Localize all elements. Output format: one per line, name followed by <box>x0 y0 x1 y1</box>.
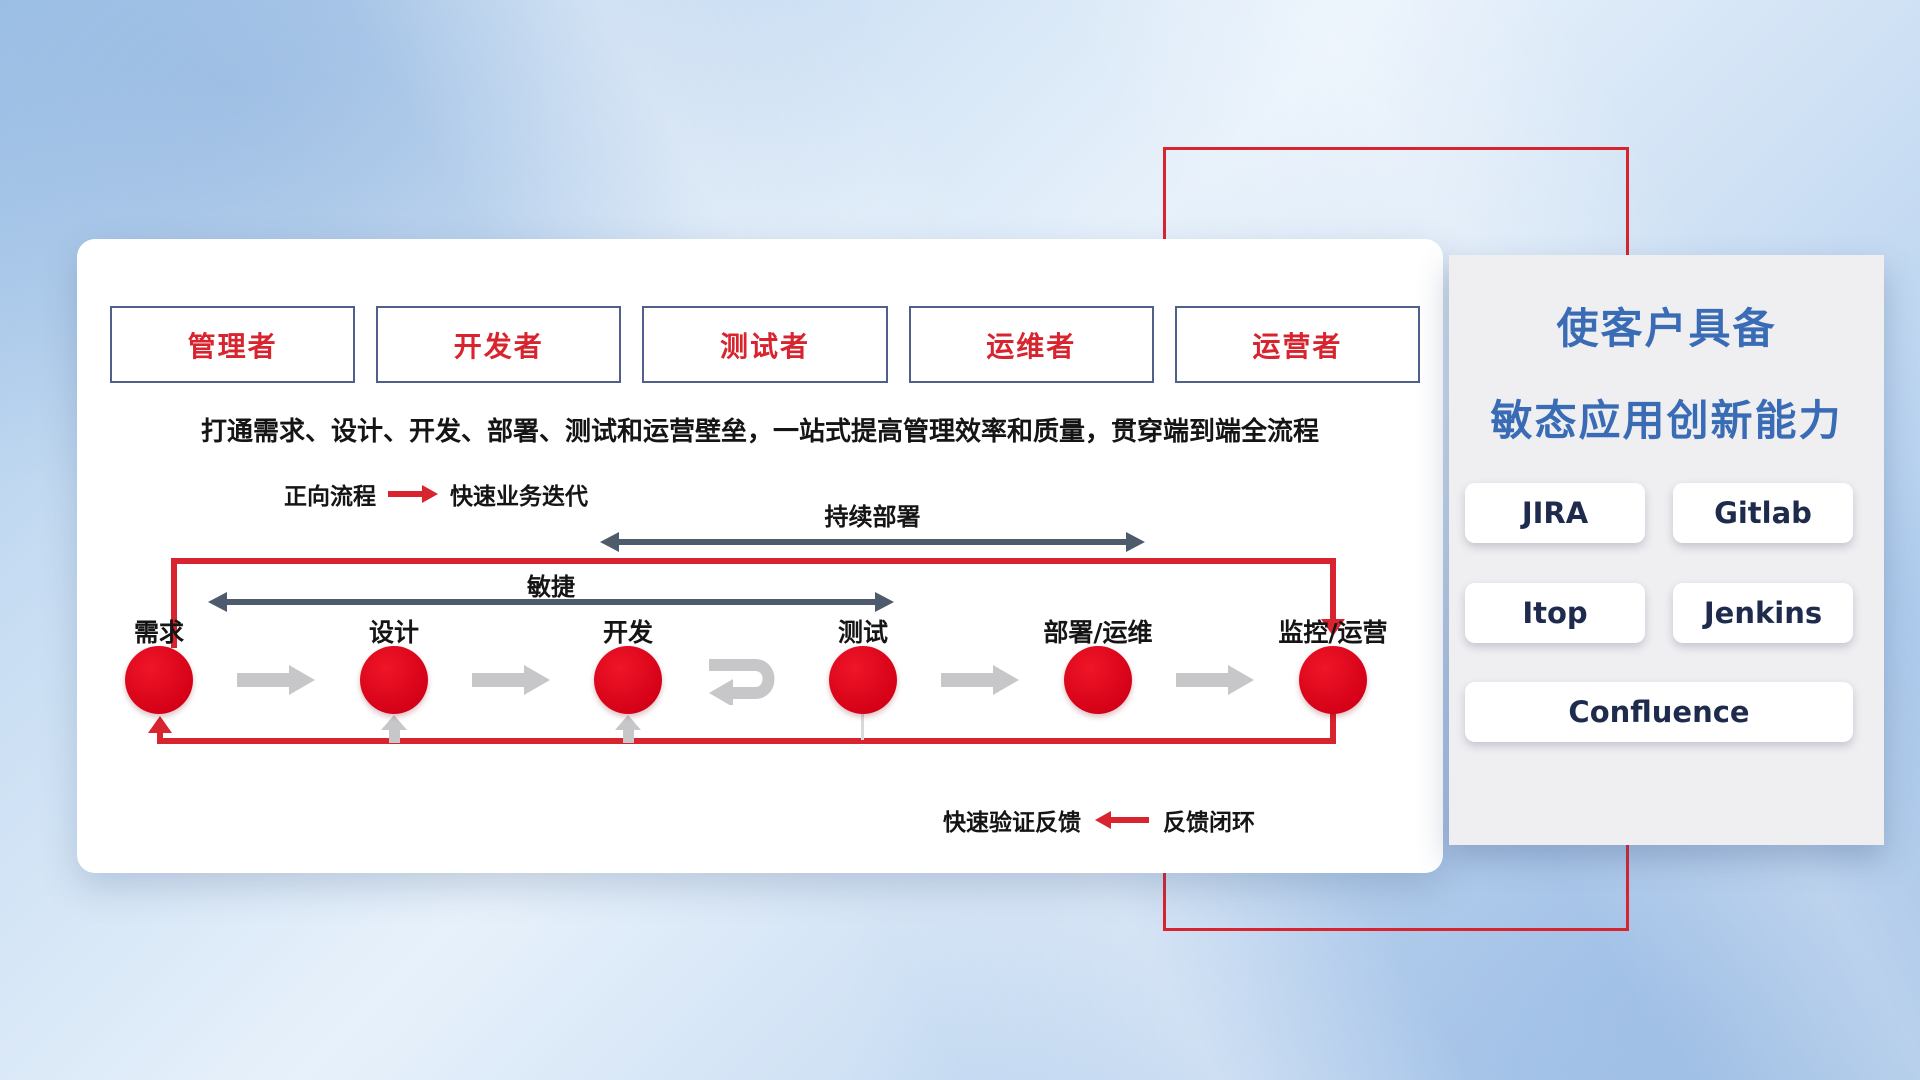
role-label: 测试者 <box>720 329 811 363</box>
forward-arrow-icon <box>388 485 438 503</box>
stage-label-design: 设计 <box>368 618 419 647</box>
flow-arrow-icon <box>237 665 315 695</box>
stage-label-test: 测试 <box>837 618 888 647</box>
forward-flow-label: 正向流程 <box>284 484 376 510</box>
flow-arrow-icon <box>941 665 1019 695</box>
feedback-up-arrow-icon <box>381 715 407 743</box>
feedback-up-arrow-icon <box>615 715 641 743</box>
stage-circle-deploy-ops <box>1064 646 1132 714</box>
roles-row: 管理者 开发者 测试者 运维者 运营者 <box>110 306 1421 383</box>
feedback-legend: 快速验证反馈 反馈闭环 <box>943 803 1255 837</box>
stage-label-requirement: 需求 <box>133 618 184 647</box>
stage-circle-test <box>829 646 897 714</box>
role-box-tester: 测试者 <box>642 306 888 383</box>
feedback-loop-top-line <box>171 558 1335 564</box>
role-box-business-operator: 运营者 <box>1174 306 1421 383</box>
test-feedback-connector <box>861 714 864 740</box>
feedback-loop-label: 反馈闭环 <box>1163 810 1255 836</box>
stage-circle-develop <box>594 646 662 714</box>
agile-label: 敏捷 <box>527 573 575 601</box>
feedback-loop-right-bottom-line <box>1330 712 1336 744</box>
flow-arrow-icon <box>472 665 550 695</box>
forward-flow-text: 快速业务迭代 <box>450 484 588 510</box>
role-box-operator: 运维者 <box>908 306 1154 383</box>
panel-description: 打通需求、设计、开发、部署、测试和运营壁垒，一站式提高管理效率和质量，贯穿端到端… <box>200 417 1319 447</box>
forward-legend: 正向流程 快速业务迭代 <box>284 477 588 511</box>
tool-button-confluence: Confluence <box>1465 682 1853 742</box>
role-box-developer: 开发者 <box>376 306 622 383</box>
stage-label-monitor-ops: 监控/运营 <box>1278 618 1388 647</box>
flow-arrow-icon <box>1176 665 1254 695</box>
iteration-arrow-icon <box>709 659 775 705</box>
stage-label-develop: 开发 <box>602 618 653 647</box>
role-box-manager: 管理者 <box>110 306 356 383</box>
continuous-deployment-label: 持续部署 <box>824 503 921 531</box>
tool-button-itop: Itop <box>1465 583 1645 643</box>
feedback-loop-up-arrowhead <box>148 716 172 733</box>
role-label: 运维者 <box>986 329 1077 363</box>
role-label: 管理者 <box>187 329 278 363</box>
stage-circle-requirement <box>125 646 193 714</box>
feedback-loop-down-arrowhead <box>1321 619 1345 636</box>
tool-button-jenkins: Jenkins <box>1673 583 1853 643</box>
capability-title-line1: 使客户具备 <box>1556 304 1777 353</box>
feedback-loop-right-line <box>1330 558 1336 620</box>
feedback-loop-bottom-line <box>160 738 1336 744</box>
stage-circle-monitor-ops <box>1299 646 1367 714</box>
role-label: 开发者 <box>453 329 544 363</box>
tool-button-gitlab: Gitlab <box>1673 483 1853 543</box>
role-label: 运营者 <box>1252 329 1343 363</box>
stage-circle-design <box>360 646 428 714</box>
feedback-loop-left-bottom-line <box>157 730 163 744</box>
feedback-loop-left-line <box>171 558 177 648</box>
tool-button-jira: JIRA <box>1465 483 1645 543</box>
continuous-deployment-arrow <box>600 532 1145 552</box>
stage-label-deploy-ops: 部署/运维 <box>1043 618 1153 647</box>
capability-panel: 使客户具备 敏态应用创新能力 JIRA Gitlab Itop Jenkins … <box>1449 255 1884 845</box>
devops-flow-panel: 管理者 开发者 测试者 运维者 运营者 打通需求、设计、开发、部署、测试和运营壁… <box>77 239 1443 873</box>
capability-title-line2: 敏态应用创新能力 <box>1490 396 1843 445</box>
feedback-arrow-icon <box>1095 811 1149 829</box>
feedback-fast-text: 快速验证反馈 <box>943 810 1081 836</box>
agile-arrow <box>208 592 894 612</box>
